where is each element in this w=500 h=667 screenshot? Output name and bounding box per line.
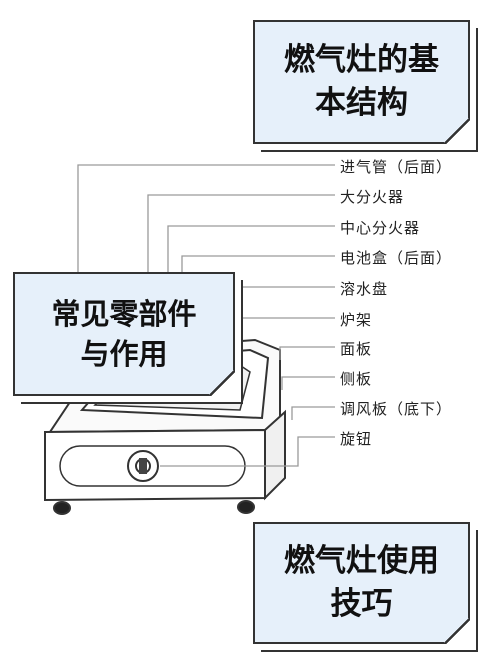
leader-lines — [77, 164, 335, 467]
structure-note-line2: 本结构 — [315, 85, 408, 121]
structure-note[interactable]: 燃气灶的基 本结构 — [253, 20, 470, 144]
part-label-drip-tray: 溶水盘 — [340, 280, 389, 298]
tips-note[interactable]: 燃气灶使用 技巧 — [253, 522, 470, 644]
part-label-air-shutter: 调风板（底下） — [340, 400, 453, 418]
part-label-intake-pipe: 进气管（后面） — [340, 158, 453, 176]
part-label-knob: 旋钮 — [340, 430, 373, 448]
part-label-center-burner: 中心分火器 — [340, 219, 421, 237]
parts-note[interactable]: 常见零部件 与作用 — [13, 272, 235, 396]
tips-note-line2: 技巧 — [330, 586, 393, 622]
part-label-top-panel: 面板 — [340, 340, 373, 358]
part-label-large-burner: 大分火器 — [340, 188, 405, 206]
parts-note-line2: 与作用 — [80, 337, 168, 371]
parts-note-line1: 常见零部件 — [51, 296, 197, 331]
part-label-battery-box: 电池盒（后面） — [340, 249, 453, 267]
part-label-side-panel: 侧板 — [340, 370, 373, 388]
part-label-pan-support: 炉架 — [340, 311, 373, 329]
tips-note-line1: 燃气灶使用 — [284, 543, 439, 580]
structure-note-line1: 燃气灶的基 — [284, 42, 439, 79]
